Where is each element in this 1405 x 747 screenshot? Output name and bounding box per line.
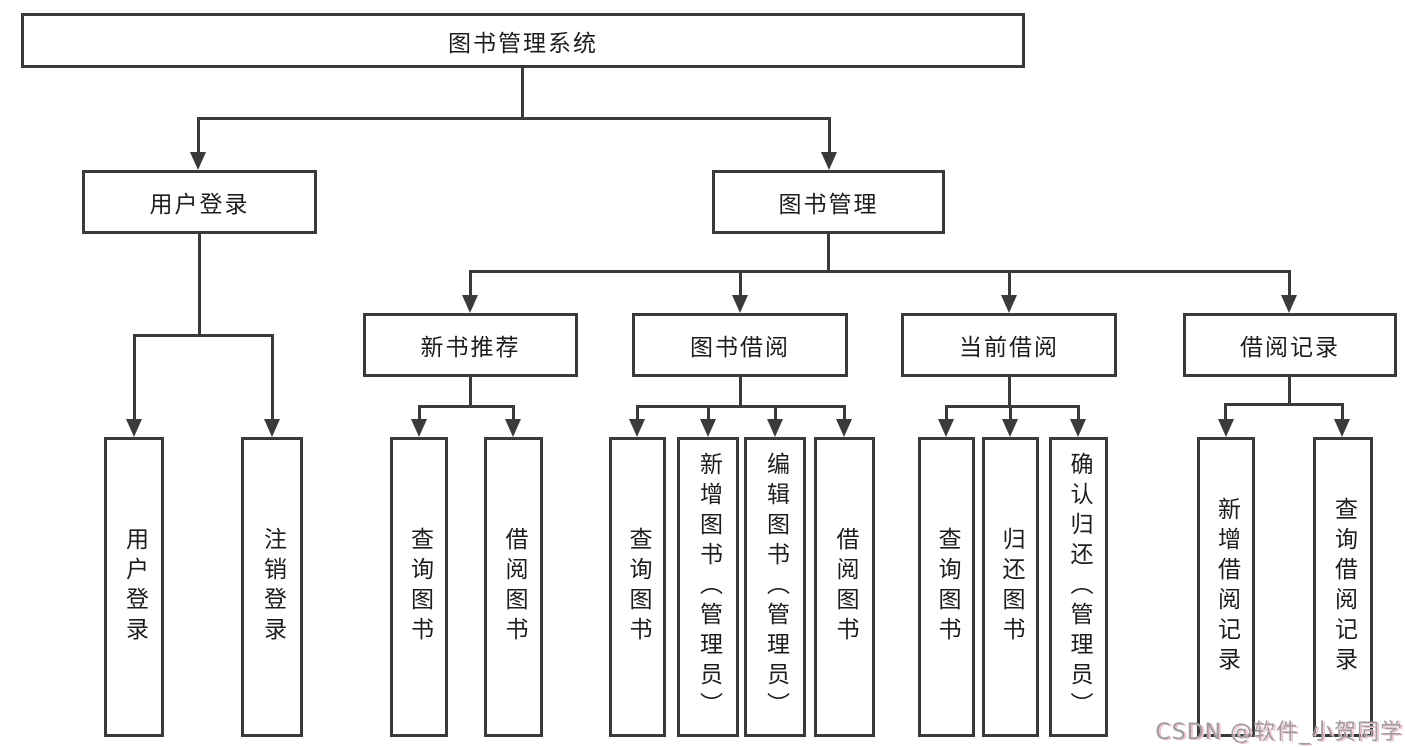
connector-hline	[133, 334, 274, 337]
leaf-query-borrow-record: 查询借阅记录	[1313, 437, 1373, 737]
arrow-down-icon	[629, 419, 645, 437]
connector-vline	[469, 270, 472, 295]
leaf-return-books: 归还图书	[982, 437, 1039, 737]
connector-vline	[827, 234, 830, 273]
connector-vline	[739, 377, 742, 408]
connector-vline	[707, 405, 710, 419]
connector-vline	[1224, 403, 1227, 419]
connector-hline	[636, 405, 845, 408]
connector-hline	[469, 270, 1291, 273]
leaf-borrow-books-recommend: 借阅图书	[484, 437, 543, 737]
connector-vline	[1288, 270, 1291, 295]
arrow-down-icon	[126, 419, 142, 437]
leaf-confirm-return-admin: 确认归还（管理员）	[1049, 437, 1108, 737]
connector-vline	[1009, 405, 1012, 419]
connector-vline	[198, 234, 201, 336]
node-user-login: 用户登录	[82, 170, 317, 234]
connector-vline	[521, 68, 524, 119]
watermark: CSDN @软件_小贺同学	[1155, 720, 1403, 745]
connector-hline	[945, 405, 1080, 408]
node-current-borrowing: 当前借阅	[901, 313, 1117, 377]
node-new-book-recommendation: 新书推荐	[363, 313, 578, 377]
connector-vline	[945, 405, 948, 419]
arrow-down-icon	[505, 419, 521, 437]
leaf-query-books-borrowing: 查询图书	[609, 437, 666, 737]
arrow-down-icon	[700, 419, 716, 437]
arrow-down-icon	[190, 152, 206, 170]
connector-vline	[197, 117, 200, 153]
connector-vline	[739, 270, 742, 295]
connector-vline	[133, 334, 136, 419]
leaf-borrow-books: 借阅图书	[814, 437, 875, 737]
leaf-query-books-current: 查询图书	[918, 437, 975, 737]
arrow-down-icon	[767, 419, 783, 437]
leaf-logout: 注销登录	[241, 437, 303, 737]
connector-vline	[774, 405, 777, 419]
connector-vline	[843, 405, 846, 419]
connector-vline	[1008, 377, 1011, 408]
connector-hline	[1224, 403, 1344, 406]
arrow-down-icon	[821, 152, 837, 170]
leaf-add-borrow-record: 新增借阅记录	[1197, 437, 1255, 737]
arrow-down-icon	[1334, 419, 1350, 437]
connector-hline	[418, 405, 515, 408]
arrow-down-icon	[462, 295, 478, 313]
leaf-add-books-admin: 新增图书（管理员）	[677, 437, 739, 737]
arrow-down-icon	[1218, 419, 1234, 437]
node-book-borrowing: 图书借阅	[632, 313, 848, 377]
connector-hline	[197, 117, 831, 120]
arrow-down-icon	[411, 419, 427, 437]
node-borrowing-records: 借阅记录	[1183, 313, 1397, 377]
arrow-down-icon	[938, 419, 954, 437]
connector-vline	[1077, 405, 1080, 419]
connector-vline	[1288, 377, 1291, 406]
connector-vline	[418, 405, 421, 419]
node-book-management: 图书管理	[712, 170, 945, 234]
arrow-down-icon	[732, 295, 748, 313]
connector-vline	[636, 405, 639, 419]
connector-vline	[469, 377, 472, 408]
leaf-query-books-recommend: 查询图书	[390, 437, 448, 737]
connector-vline	[828, 117, 831, 153]
arrow-down-icon	[1070, 419, 1086, 437]
arrow-down-icon	[1281, 295, 1297, 313]
connector-vline	[1341, 403, 1344, 419]
node-library-system: 图书管理系统	[21, 13, 1025, 68]
arrow-down-icon	[1001, 295, 1017, 313]
arrow-down-icon	[1002, 419, 1018, 437]
arrow-down-icon	[836, 419, 852, 437]
arrow-down-icon	[264, 419, 280, 437]
connector-vline	[1008, 270, 1011, 295]
connector-vline	[271, 334, 274, 419]
leaf-user-login: 用户登录	[104, 437, 164, 737]
leaf-edit-books-admin: 编辑图书（管理员）	[744, 437, 806, 737]
connector-vline	[512, 405, 515, 419]
